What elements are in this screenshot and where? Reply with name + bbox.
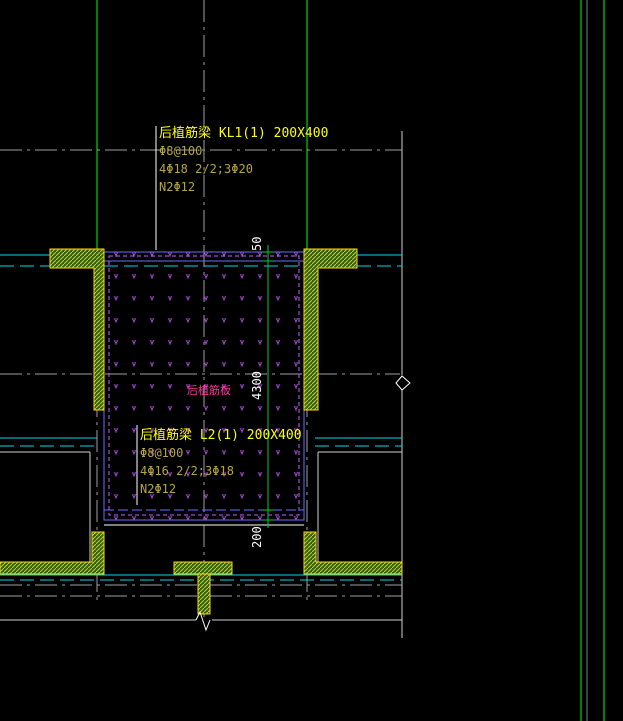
beam-kl1-rebar: 4Φ18 2/2;3Φ20	[159, 162, 253, 176]
beam-l2-stirrup: Φ8@100	[140, 446, 183, 460]
beam-l2-rebar: 4Φ16 2/2;3Φ18	[140, 464, 234, 478]
beam-kl1-annotation: 后植筋梁 KL1(1) 200X400 Φ8@100 4Φ18 2/2;3Φ20…	[159, 125, 328, 194]
beam-l2-waist: N2Φ12	[140, 482, 176, 496]
slab-label: 后植筋板	[187, 383, 231, 397]
dimension-bottom: 200	[250, 526, 264, 548]
beam-kl1-waist: N2Φ12	[159, 180, 195, 194]
axis-lines	[0, 0, 605, 721]
wall-hatching	[0, 248, 403, 615]
beam-l2-name: 后植筋梁 L2(1) 200X400	[140, 427, 302, 443]
dimension-span: 4300	[250, 371, 264, 400]
beam-l2-annotation: 后植筋梁 L2(1) 200X400 Φ8@100 4Φ16 2/2;3Φ18 …	[140, 427, 302, 496]
beam-kl1-stirrup: Φ8@100	[159, 144, 202, 158]
dimension-top: 50	[250, 237, 264, 251]
dimension-line	[262, 245, 274, 528]
beam-kl1-name: 后植筋梁 KL1(1) 200X400	[159, 125, 328, 141]
break-line-symbol-icon	[195, 375, 411, 632]
